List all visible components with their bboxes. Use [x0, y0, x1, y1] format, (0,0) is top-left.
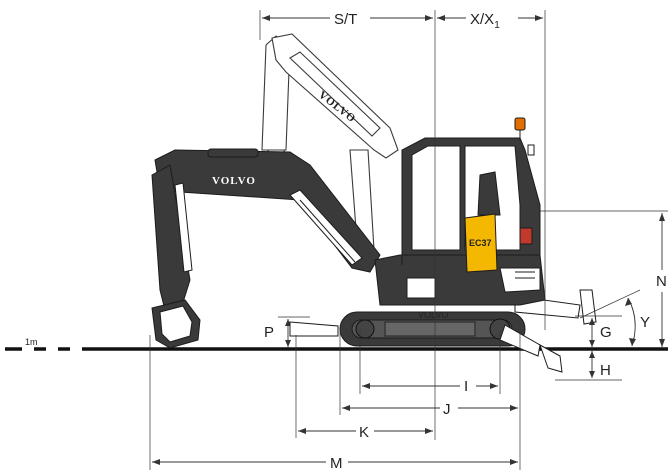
label-M: M [330, 455, 343, 472]
track-frame-brand: VOLVO [418, 310, 448, 320]
lowered-boom [151, 148, 381, 349]
ground-line [5, 347, 668, 351]
label-P: P [264, 324, 274, 341]
label-X-X1: X/X1 [470, 11, 500, 31]
dimension-P [278, 316, 339, 347]
label-S-T: S/T [334, 11, 357, 28]
model-badge: EC37 [469, 238, 492, 248]
dimension-J [339, 330, 521, 470]
upper-structure [374, 117, 546, 306]
label-G: G [600, 324, 612, 341]
track-assembly: VOLVO [339, 310, 526, 347]
dimension-K [295, 335, 433, 438]
label-J: J [443, 401, 451, 418]
label-I: I [464, 378, 468, 395]
label-H: H [600, 362, 611, 379]
dimension-S-T [259, 10, 436, 440]
label-N: N [656, 273, 667, 290]
dimension-N [540, 210, 668, 347]
label-K: K [359, 424, 369, 441]
label-Y: Y [640, 314, 650, 331]
raised-boom-outline [261, 33, 399, 256]
scale-marker-label: 1m [25, 337, 38, 347]
dimension-X-X1 [437, 10, 546, 330]
dimension-G [575, 315, 622, 347]
dimension-M [149, 335, 518, 470]
dimension-Y [579, 289, 641, 347]
boom-brand: VOLVO [212, 175, 256, 187]
dimension-H [555, 351, 622, 381]
dimension-I [359, 330, 501, 394]
